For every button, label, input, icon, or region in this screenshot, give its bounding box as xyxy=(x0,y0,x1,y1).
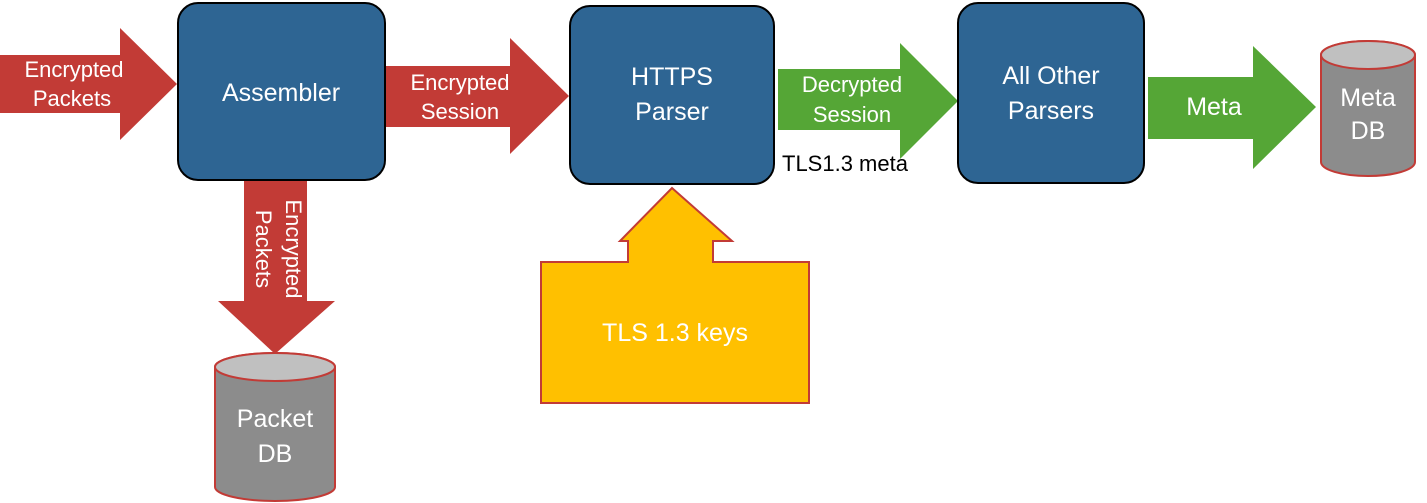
arrow-shape xyxy=(386,38,569,154)
arrow-decrypted-session: Decrypted Session xyxy=(778,43,958,159)
arrow-input-encrypted-packets: Encrypted Packets xyxy=(0,28,177,140)
arrow-label-line2: Packets xyxy=(33,86,111,111)
tls-keys-label: TLS 1.3 keys xyxy=(602,319,748,347)
box-shape xyxy=(957,2,1145,184)
all-other-parsers-label-line1: All Other xyxy=(1002,62,1099,90)
https-parser-box: HTTPS Parser xyxy=(569,5,775,185)
arrow-label-line2: Packets xyxy=(251,210,276,288)
meta-db-label-line2: DB xyxy=(1351,117,1386,145)
arrow-meta: Meta xyxy=(1148,46,1316,169)
assembler-box: Assembler xyxy=(177,2,386,181)
assembler-label: Assembler xyxy=(222,79,340,107)
arrow-label: Meta xyxy=(1186,93,1242,121)
arrow-label-line1: Encrypted xyxy=(410,70,509,95)
box-shape xyxy=(569,5,775,185)
arrow-label-line1: Encrypted xyxy=(24,57,123,82)
db-top xyxy=(214,352,336,382)
https-parser-label-line2: Parser xyxy=(635,98,709,126)
arrow-label-line2: Session xyxy=(421,99,499,124)
all-other-parsers-box: All Other Parsers xyxy=(957,2,1145,184)
arrow-shape xyxy=(778,43,958,159)
arrow-label-line1: Decrypted xyxy=(802,72,902,97)
packet-db-label-line1: Packet xyxy=(237,405,313,433)
arrow-label-line1: Encrypted xyxy=(281,199,306,298)
arrow-shape xyxy=(0,28,177,140)
db-top xyxy=(1320,40,1416,70)
tls-keys-block: TLS 1.3 keys xyxy=(540,186,810,404)
arrow-stored-packets: Encrypted Packets xyxy=(218,181,335,354)
https-parser-label-line1: HTTPS xyxy=(631,63,713,91)
tls-meta-label: TLS1.3 meta xyxy=(782,151,909,176)
arrow-label-line2: Session xyxy=(813,102,891,127)
packet-db-cylinder: Packet DB xyxy=(214,352,336,502)
meta-db-cylinder: Meta DB xyxy=(1320,40,1416,177)
arrow-encrypted-session: Encrypted Session xyxy=(386,38,569,154)
all-other-parsers-label-line2: Parsers xyxy=(1008,97,1094,125)
tls-keys-shape xyxy=(540,186,810,404)
box-shape xyxy=(177,2,386,181)
arrow-shape xyxy=(218,181,335,354)
packet-db-label-line2: DB xyxy=(258,440,293,468)
arrow-shape xyxy=(1148,46,1316,169)
meta-db-label-line1: Meta xyxy=(1340,84,1396,112)
